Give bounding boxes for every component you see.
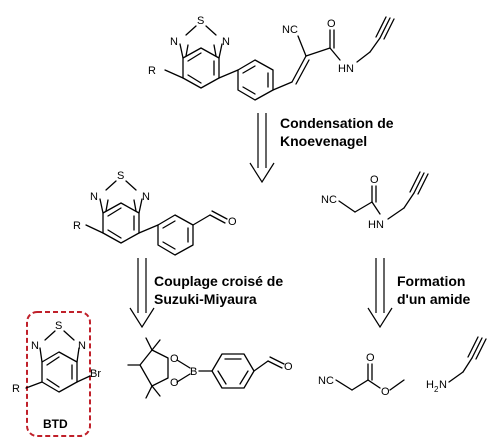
nitrile-label: NC <box>321 194 337 206</box>
btd-aldehyde: N S N R O <box>73 170 237 256</box>
retro-arrow-condensation <box>249 113 275 184</box>
atom-n-left: N <box>31 340 39 352</box>
step-condensation-line2: Knoevenagel <box>280 133 367 149</box>
atom-n-left: N <box>90 191 98 203</box>
atom-o: O <box>370 174 379 186</box>
atom-s: S <box>117 170 124 182</box>
atom-o: O <box>170 377 179 389</box>
nitrile-label: NC <box>282 24 298 36</box>
atom-n-right: N <box>78 340 86 352</box>
step-amide-line1: Formation <box>397 273 465 289</box>
atom-n-right: N <box>222 36 230 48</box>
step-suzuki-line2: Suzuki-Miyaura <box>154 291 257 307</box>
atom-o: O <box>228 216 237 228</box>
step-suzuki-line1: Couplage croisé de <box>154 273 283 289</box>
atom-n-left: N <box>170 36 178 48</box>
cyanoacetamide: NC O HN <box>321 171 429 231</box>
propargylamine: H 2 N <box>426 336 487 394</box>
atom-hn: HN <box>368 219 384 231</box>
step-amide-line2: d'un amide <box>397 291 471 307</box>
btd-highlight-box <box>26 311 91 437</box>
target-molecule: N S N R NC O HN <box>148 15 395 101</box>
atom-br: Br <box>90 368 101 380</box>
atom-s: S <box>55 320 62 332</box>
atom-o: O <box>284 361 293 373</box>
bromo-btd: N S N R Br <box>12 320 101 395</box>
atom-o: O <box>381 386 390 398</box>
atom-r: R <box>73 220 81 232</box>
atom-h: H <box>426 379 434 391</box>
atom-o: O <box>170 353 179 365</box>
btd-label: BTD <box>43 417 68 431</box>
atom-b: B <box>190 366 197 378</box>
atom-r: R <box>12 383 20 395</box>
atom-n-right: N <box>142 191 150 203</box>
atom-hn: HN <box>338 63 354 75</box>
atom-r: R <box>148 65 156 77</box>
atom-o: O <box>327 18 336 30</box>
atom-h-subscript: 2 <box>434 385 439 394</box>
retro-arrow-suzuki <box>129 258 155 329</box>
atom-n-amine: N <box>439 379 447 391</box>
retro-arrow-amide <box>367 258 393 329</box>
boronate-aldehyde: O O B O <box>127 337 293 399</box>
atom-s: S <box>197 15 204 27</box>
step-condensation-line1: Condensation de <box>280 115 394 131</box>
methyl-cyanoacetate: NC O O <box>318 352 405 398</box>
atom-o: O <box>366 352 375 364</box>
nitrile-label: NC <box>318 375 334 387</box>
